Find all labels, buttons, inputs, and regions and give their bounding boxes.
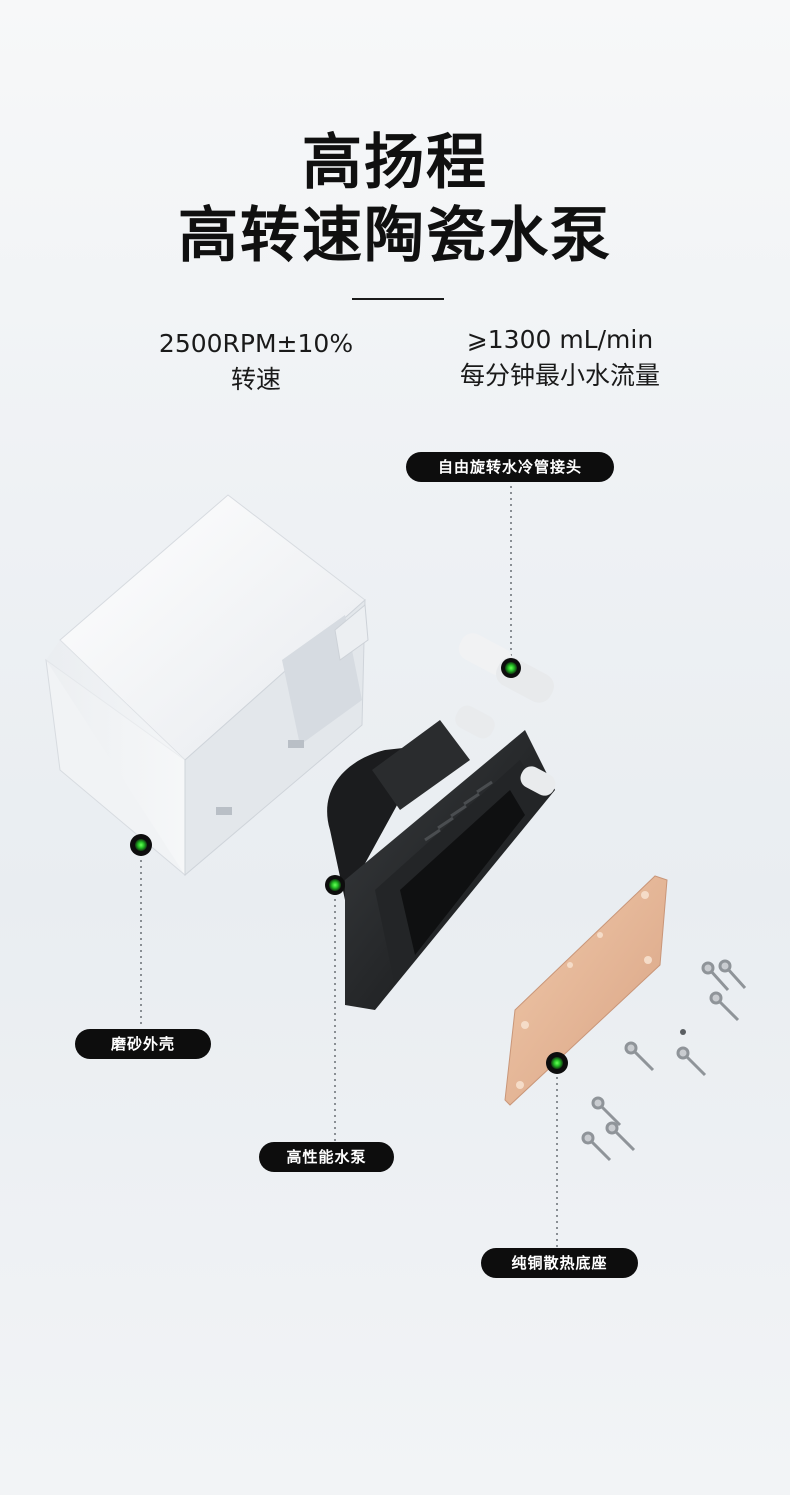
headline-divider bbox=[352, 298, 444, 300]
callout-shell: 磨砂外壳 bbox=[75, 1029, 211, 1059]
callout-fitting: 自由旋转水冷管接头 bbox=[406, 452, 614, 482]
pump-body bbox=[327, 720, 555, 1010]
spec-rpm: 2500RPM±10% 转速 bbox=[130, 326, 382, 398]
callout-copper-base: 纯铜散热底座 bbox=[481, 1248, 638, 1278]
headline-line-1: 高扬程 bbox=[302, 128, 488, 198]
spec-flow-value: ⩾1300 mL/min bbox=[466, 325, 654, 354]
spec-flow-label: 每分钟最小水流量 bbox=[459, 361, 660, 390]
spec-flow: ⩾1300 mL/min 每分钟最小水流量 bbox=[420, 322, 700, 394]
screws bbox=[581, 959, 747, 1162]
headline-line-2: 高转速陶瓷水泵 bbox=[178, 201, 612, 271]
spec-rpm-value: 2500RPM±10% bbox=[158, 329, 354, 358]
copper-base bbox=[504, 875, 668, 1106]
frosted-shell bbox=[45, 494, 369, 877]
hotspot-markers bbox=[130, 658, 568, 1074]
leader-lines bbox=[140, 486, 558, 1248]
callout-pump: 高性能水泵 bbox=[259, 1142, 394, 1172]
spec-rpm-label: 转速 bbox=[230, 365, 281, 394]
